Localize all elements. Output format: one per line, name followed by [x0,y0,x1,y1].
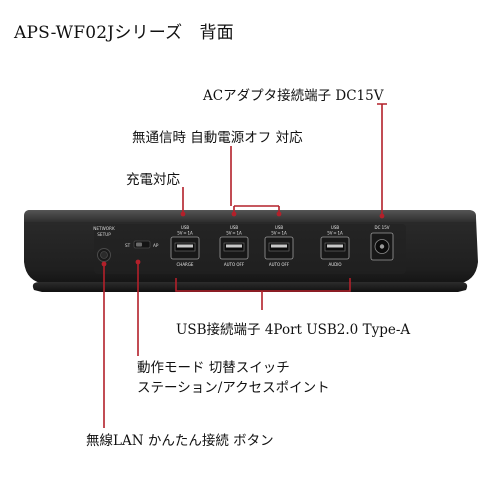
callout-dot-mode-switch [135,259,141,265]
device-body [24,210,478,292]
callout-wlan-button: 無線LAN かんたん接続 ボタン [86,433,274,449]
callout-dots [101,211,385,267]
network-setup-button[interactable] [97,248,111,262]
callout-dot-charge [180,211,186,217]
usb-port-4-label-spec: 5V ═ 1A [327,231,343,236]
page-title: APS-WF02Jシリーズ 背面 [14,23,234,43]
callout-mode-switch-line1: 動作モード 切替スイッチ [137,360,290,376]
dc-jack-label: DC 15V [375,225,390,230]
usb-port-1-label-mode: CHARGE [177,262,194,267]
usb-port-1-label-top: USB [181,225,189,230]
callout-charge: 充電対応 [126,172,180,188]
callout-dot-wlan-button [101,261,107,267]
mode-switch[interactable] [133,240,151,249]
usb-port-3[interactable] [264,236,294,260]
callout-no-signal-auto-off: 無通信時 自動電源オフ 対応 [132,130,303,146]
callout-usb-ports: USB接続端子 4Port USB2.0 Type-A [176,322,411,338]
usb-port-1[interactable] [170,236,200,260]
usb-port-4-label-top: USB [331,225,339,230]
usb-port-2-label-spec: 5V ═ 1A [226,231,242,236]
callout-lines [103,103,387,428]
callout-dot-auto-off-3 [276,211,282,217]
usb-port-3-label-mode: AUTO OFF [269,262,290,267]
usb-port-4[interactable] [320,236,350,260]
switch-label-ap: AP [153,243,159,248]
switch-label-st: ST [125,243,131,248]
usb-port-3-label-top: USB [275,225,283,230]
usb-port-2[interactable] [219,236,249,260]
usb-port-3-label-spec: 5V ═ 1A [271,231,287,236]
callout-dot-ac-adapter [379,213,385,219]
callout-mode-switch-line2: ステーション/アクセスポイント [137,380,330,396]
callout-dot-auto-off-2 [231,211,237,217]
dc-power-jack[interactable] [370,232,394,261]
network-setup-label-line2: SETUP [97,232,111,237]
callout-ac-adapter: ACアダプタ接続端子 DC15V [203,88,384,104]
usb-port-1-label-spec: 5V ═ 1A [177,231,193,236]
usb-port-2-label-mode: AUTO OFF [224,262,245,267]
usb-port-4-label-mode: AUDIO [328,262,341,267]
network-setup-label-line1: NETWORK [93,226,115,231]
usb-port-2-label-top: USB [230,225,238,230]
